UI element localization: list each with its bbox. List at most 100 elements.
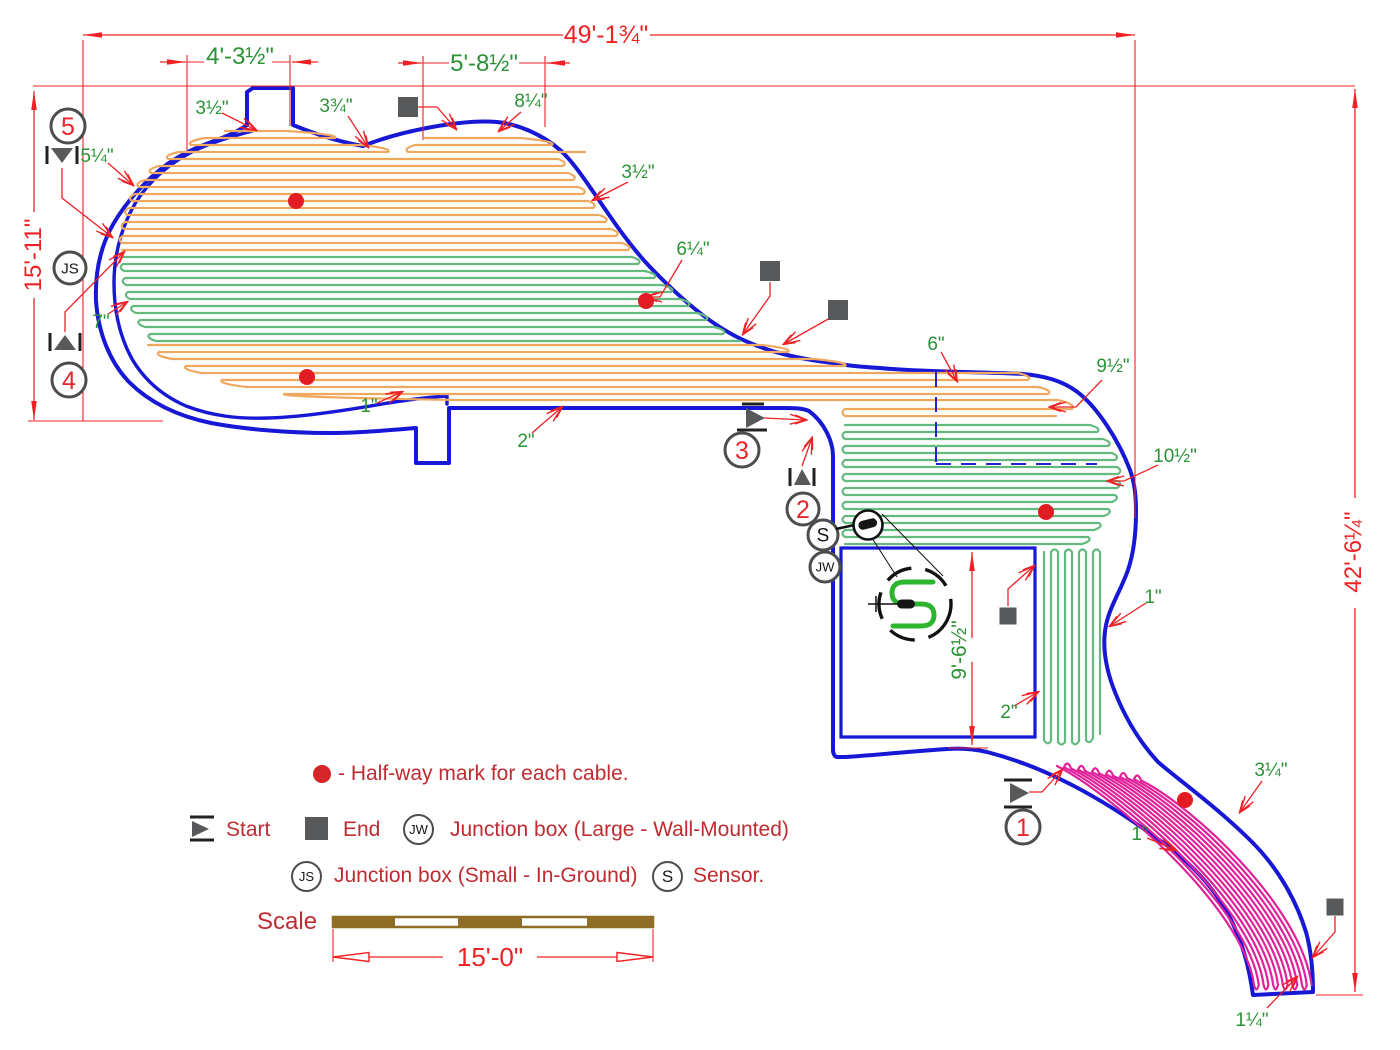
junction-box-ground-icon: JS <box>291 861 322 892</box>
room-outline <box>839 546 1037 739</box>
halfway-dot-icon <box>313 765 331 783</box>
leader-line <box>531 407 562 434</box>
dimension-label-red: 42'-6¼" <box>1340 511 1367 592</box>
halfway-dot-icon <box>638 293 654 309</box>
leader-line <box>499 111 522 131</box>
sensor-pill <box>858 518 878 530</box>
dimension-label-green: 10½" <box>1153 446 1197 467</box>
end-marker-icon <box>828 300 848 320</box>
junction-box-wall-icon: JW <box>403 814 434 845</box>
leader-line <box>1029 770 1062 793</box>
circle-marker-label-3: 3 <box>735 437 749 465</box>
circle-marker-2 <box>785 491 821 527</box>
leader-line <box>1313 916 1336 957</box>
cable-band-mid-green <box>119 255 742 343</box>
legend-sensor-label: Sensor. <box>693 864 765 887</box>
dimension-label-green: 7" <box>92 312 109 333</box>
cable-band-top-orange <box>118 129 631 252</box>
start-marker-2 <box>794 469 811 485</box>
start-marker-1 <box>1010 783 1029 803</box>
dimension-label-green: 3½" <box>195 98 228 119</box>
dimension-label-green: 1" <box>1144 587 1161 608</box>
pavement-outline <box>93 86 1315 997</box>
end-marker-icon <box>999 607 1017 625</box>
end-marker-icon <box>1326 898 1344 916</box>
leader-line <box>107 302 127 314</box>
halfway-dot-icon <box>1038 504 1054 520</box>
circle-marker-label-1: 1 <box>1016 814 1030 842</box>
leader-line <box>221 112 256 130</box>
end-marker-icon <box>760 261 780 281</box>
leader-line <box>64 252 124 332</box>
cable-band-tail-magenta <box>1055 762 1313 991</box>
leader-line <box>418 106 456 129</box>
leader-line <box>763 418 806 420</box>
dimension-label-green: 3¾" <box>319 96 352 117</box>
dimension-label-green: 9'-6½" <box>948 620 971 679</box>
cable-band-crest-orange <box>405 136 587 154</box>
dimension-label-green: 2" <box>1000 702 1017 723</box>
circle-marker-label-2: 2 <box>796 496 810 524</box>
detail-leader-line <box>871 537 898 578</box>
dimension-label-green: 1¼" <box>1235 1010 1268 1031</box>
dimension-label-green: 6¼" <box>676 239 709 260</box>
leader-line <box>61 168 112 237</box>
dimension-label-red: 49'-1¾" <box>564 21 649 49</box>
leader-line <box>1266 977 1297 1009</box>
dimension-label-green: 5¼" <box>80 146 113 167</box>
dimension-label-green: 8¼" <box>514 91 547 112</box>
leader-line <box>1007 566 1034 606</box>
scale-bar-segment <box>458 917 522 927</box>
circle-marker-label-JW: JW <box>816 560 836 575</box>
sensor-detail-circle <box>877 566 953 642</box>
legend-start-label: Start <box>226 818 271 841</box>
leader-line <box>784 317 831 344</box>
leader-line <box>743 282 771 334</box>
jw-letters: JW <box>409 822 428 837</box>
end-marker-icon <box>305 817 328 840</box>
legend-end-label: End <box>343 818 381 841</box>
sensor-detail-pill <box>897 599 915 609</box>
circle-marker-label-5: 5 <box>61 113 75 141</box>
dimension-label-green: 2" <box>517 431 534 452</box>
detail-leader-line <box>881 513 944 577</box>
leader-line <box>376 392 402 404</box>
circle-marker-S <box>806 518 840 552</box>
end-marker-icon <box>398 97 418 117</box>
scale-bar-segment <box>333 917 395 927</box>
halfway-dot-icon <box>299 369 315 385</box>
circle-marker-4 <box>50 361 88 399</box>
circle-marker-JS <box>52 250 88 286</box>
start-marker-5 <box>51 148 73 163</box>
leader-line <box>347 115 368 147</box>
halfway-dot-icon <box>288 193 304 209</box>
leader-line <box>1050 379 1103 407</box>
leader-line <box>1110 602 1147 626</box>
leader-line <box>1146 837 1176 850</box>
cable-band-vertical-green <box>1042 548 1102 746</box>
circle-marker-label-JS: JS <box>61 260 79 277</box>
circle-marker-1 <box>1004 808 1042 846</box>
leader-line <box>1108 464 1159 481</box>
circle-marker-label-4: 4 <box>62 367 76 395</box>
leader-line <box>1013 692 1038 707</box>
leader-line <box>802 438 812 467</box>
start-marker-3 <box>746 408 765 428</box>
legend-halfway-label: - Half-way mark for each cable. <box>338 762 629 785</box>
dimension-label-green: 4'-3½" <box>206 43 274 70</box>
dimension-label-green: 1" <box>1131 824 1148 845</box>
dimension-label-green: 5'-8½" <box>450 50 518 77</box>
dimension-label-red: 15'-0" <box>457 942 523 972</box>
leader-line <box>1240 780 1263 812</box>
scale-label: Scale <box>257 908 318 935</box>
cable-band-right-green <box>841 423 1122 546</box>
circle-marker-5 <box>49 107 87 145</box>
leader-line <box>593 181 629 200</box>
cable-band-long-orange <box>146 343 1075 418</box>
start-marker-icon <box>190 815 214 842</box>
legend-jw-label: Junction box (Large - Wall-Mounted) <box>450 818 789 841</box>
circle-marker-JW <box>808 550 842 584</box>
legend-js-label: Junction box (Small - In-Ground) <box>334 864 638 887</box>
dimension-label-green: 9½" <box>1096 356 1129 377</box>
